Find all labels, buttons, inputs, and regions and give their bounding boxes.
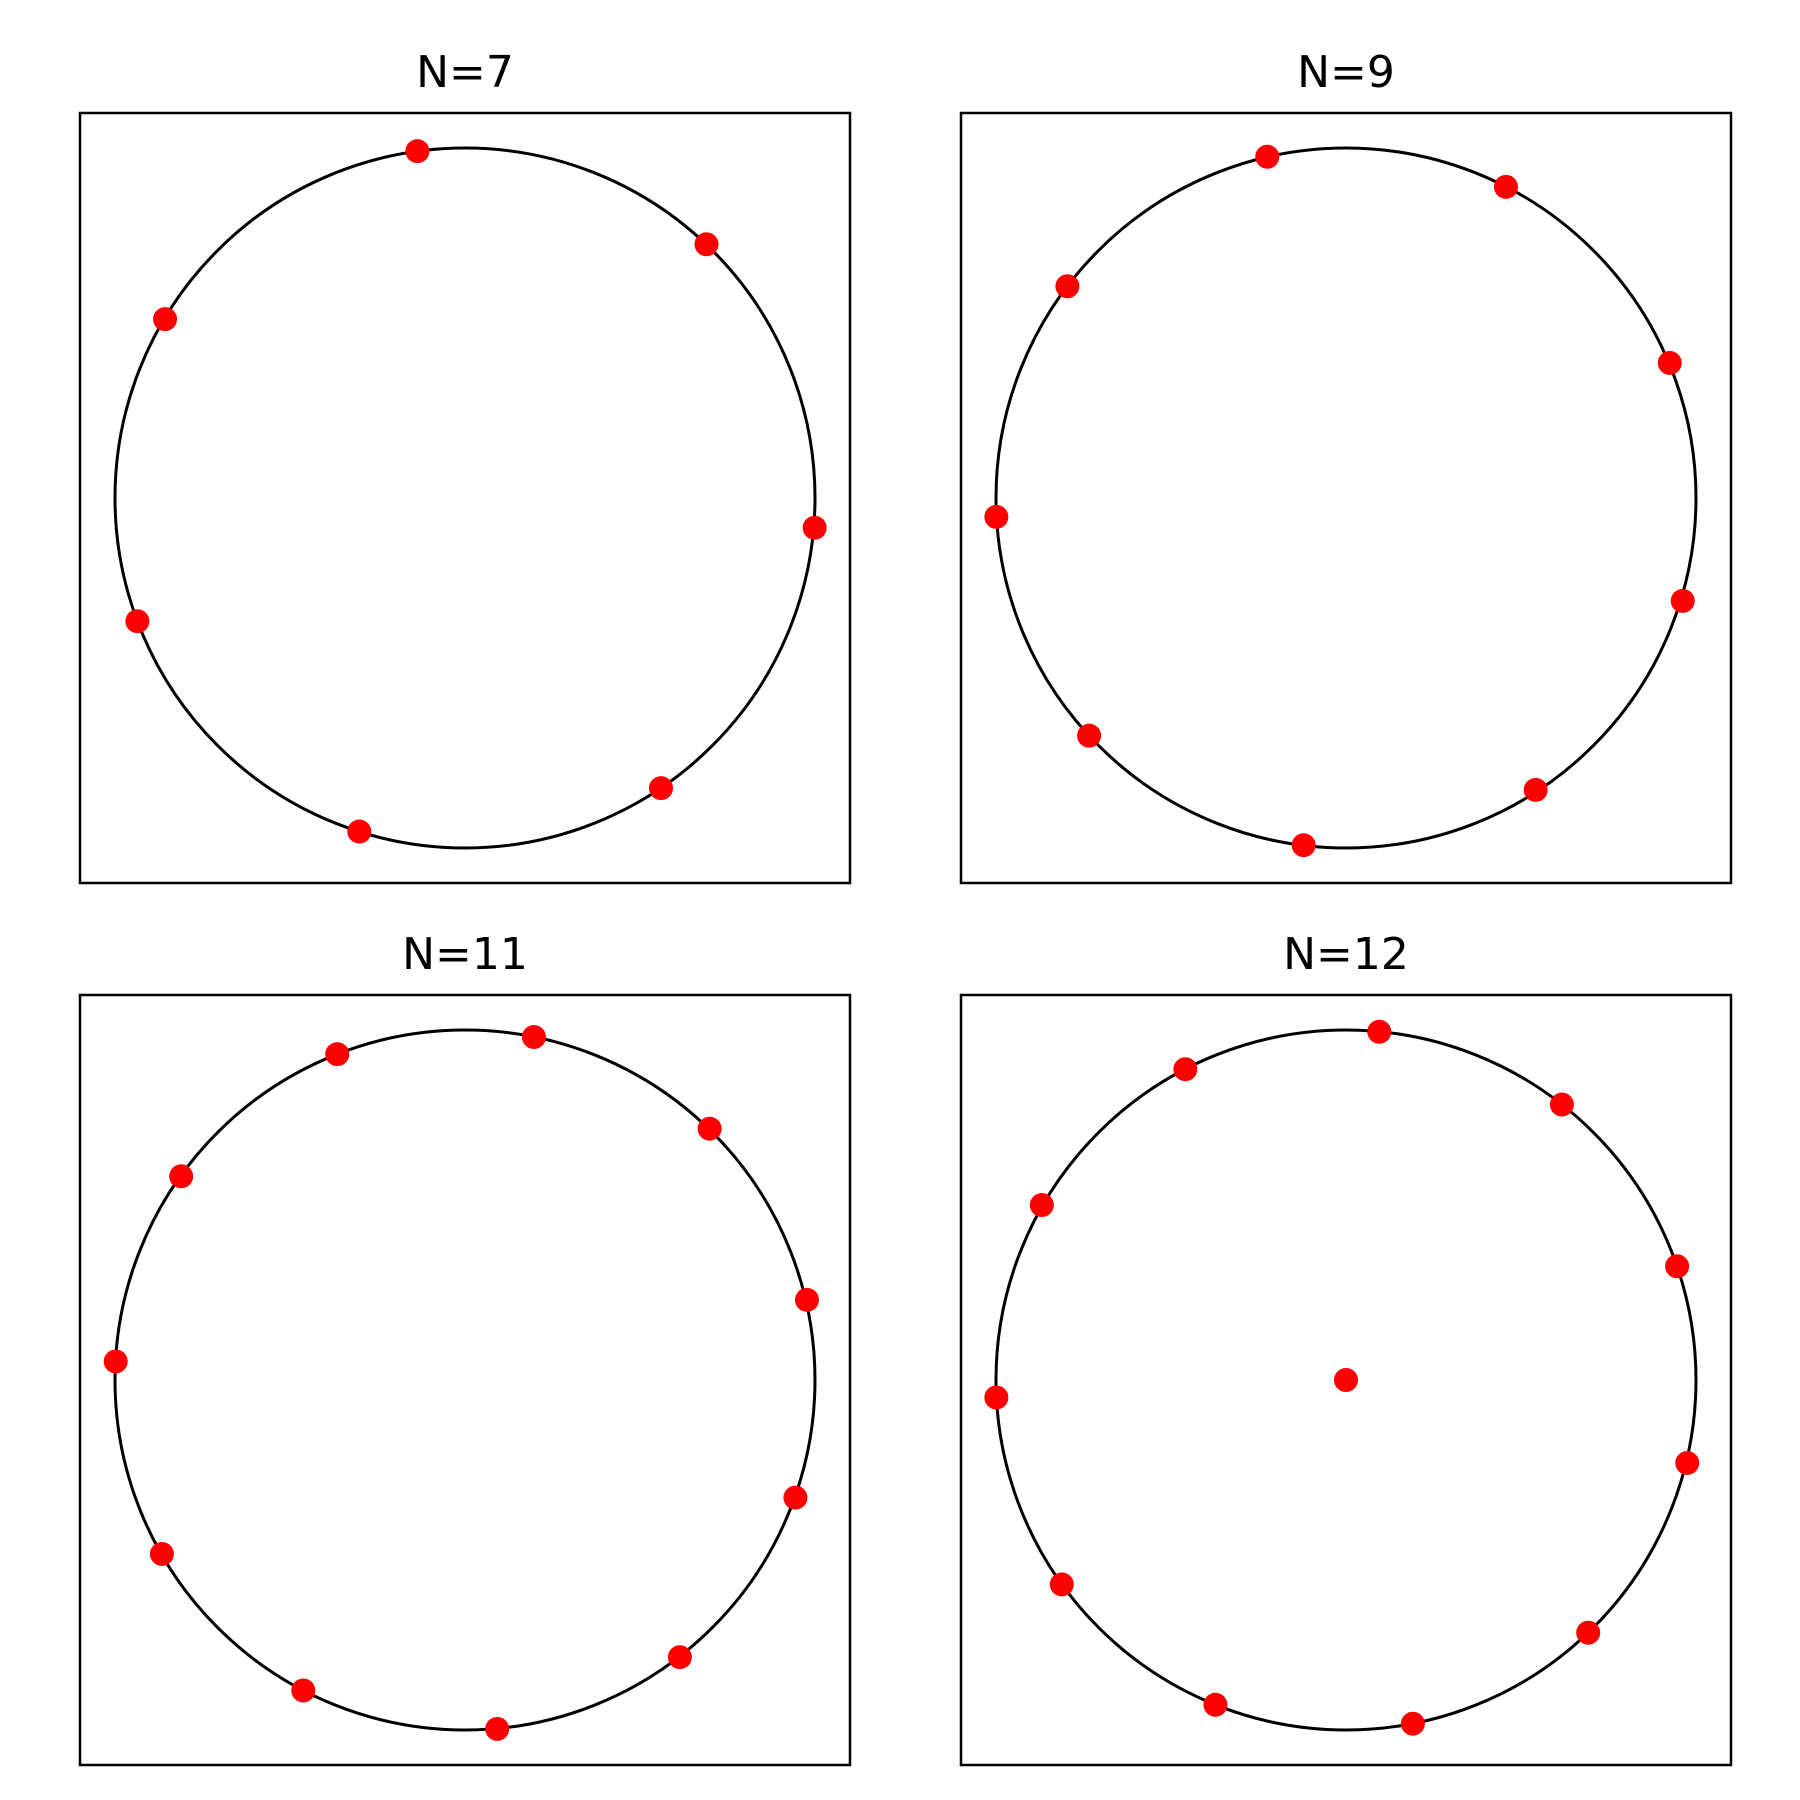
charge-point — [103, 1349, 128, 1374]
subplot-title: N=7 — [416, 47, 514, 98]
charge-point — [984, 504, 1009, 529]
reference-circle — [994, 146, 1698, 850]
charge-point — [667, 1645, 692, 1670]
charge-point — [125, 609, 150, 634]
charge-point — [149, 1541, 174, 1566]
subplot-n12: N=12 — [959, 929, 1733, 1767]
charge-point — [1657, 350, 1682, 375]
subplot-n11: N=11 — [78, 929, 852, 1767]
charge-point — [1055, 274, 1080, 299]
charge-point — [485, 1716, 510, 1741]
charge-point — [405, 139, 430, 164]
charge-point — [1576, 1620, 1601, 1645]
points-layer — [984, 1019, 1700, 1736]
charge-point — [694, 232, 719, 257]
charge-point — [1203, 1692, 1228, 1717]
subplot-title: N=12 — [1283, 929, 1409, 980]
charge-point — [291, 1678, 316, 1703]
charge-point — [153, 307, 178, 332]
charge-point — [1493, 174, 1518, 199]
charge-point — [984, 1385, 1009, 1410]
charge-point — [1523, 777, 1548, 802]
points-layer — [103, 1025, 819, 1741]
charge-point — [1334, 1368, 1358, 1392]
charge-point — [1173, 1057, 1198, 1082]
subplot-n7: N=7 — [78, 47, 852, 885]
subplot-title: N=11 — [402, 929, 528, 980]
charge-point — [521, 1025, 546, 1049]
subplot-title: N=9 — [1297, 47, 1395, 98]
subplot-n9: N=9 — [959, 47, 1733, 885]
charge-point — [794, 1287, 819, 1312]
charge-point — [1029, 1193, 1054, 1217]
charge-point — [802, 515, 827, 540]
charge-point — [1675, 1450, 1700, 1475]
charge-point — [1049, 1572, 1074, 1597]
charge-point — [169, 1164, 194, 1189]
charge-point — [1400, 1711, 1425, 1736]
axes-frame — [959, 993, 1733, 1767]
charge-point — [697, 1116, 722, 1141]
charge-point — [1670, 588, 1695, 613]
charge-point — [649, 776, 673, 801]
points-layer — [984, 144, 1695, 858]
points-layer — [125, 139, 827, 844]
charge-point — [1665, 1254, 1690, 1279]
axes-frame — [78, 993, 852, 1767]
charge-point — [1549, 1092, 1574, 1117]
reference-circle — [113, 146, 817, 850]
charge-point — [1367, 1019, 1392, 1044]
charge-point — [1291, 833, 1316, 858]
charge-point — [347, 819, 372, 844]
charge-point — [783, 1485, 808, 1510]
reference-circle — [113, 1028, 817, 1732]
charge-point — [325, 1042, 350, 1067]
charge-point — [1255, 144, 1280, 169]
axes-frame — [959, 111, 1733, 885]
axes-frame — [78, 111, 852, 885]
charge-point — [1077, 723, 1102, 748]
reference-circle — [994, 1028, 1698, 1732]
